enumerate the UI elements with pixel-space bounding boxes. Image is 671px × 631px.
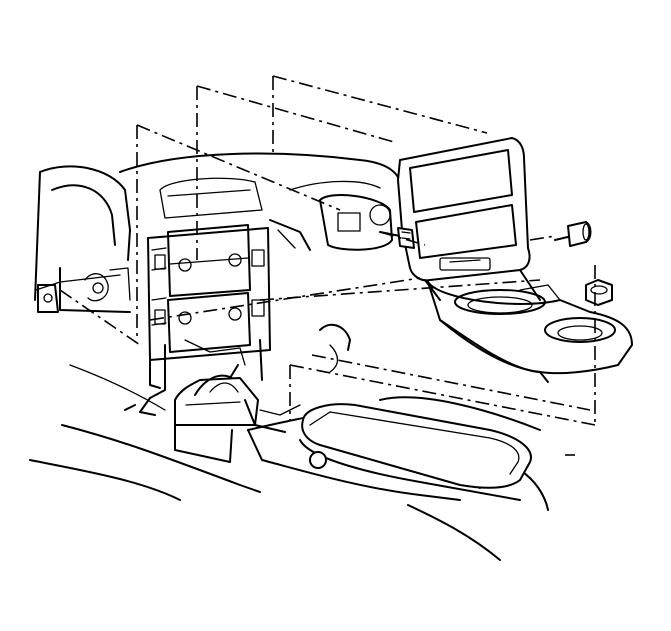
console-lid [301,403,532,489]
dashboard-outline [34,165,131,313]
cup-holder-console [427,281,633,383]
fasteners [309,221,613,469]
console-bolt [309,451,327,469]
phantom-planes [59,75,596,456]
radio-hvac-stack [139,224,271,416]
nut [585,279,613,306]
screw-right [554,221,592,247]
shifter-floor [29,323,351,501]
console-trim-plate [397,137,541,301]
upper-dashboard [119,152,401,251]
